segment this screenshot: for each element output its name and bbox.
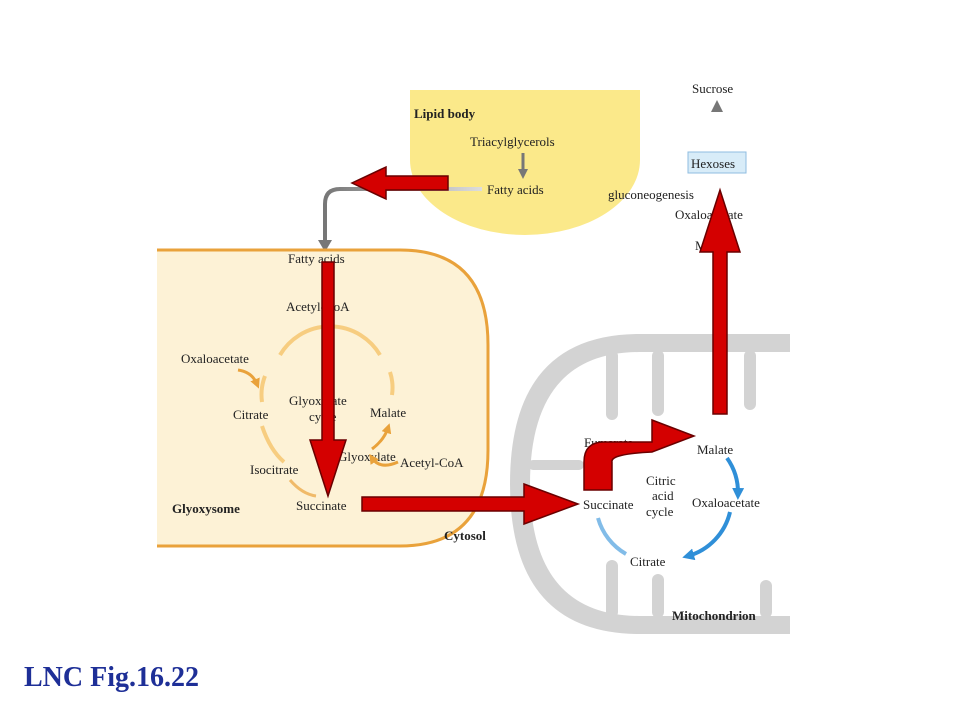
glyox-oxaloacetate-label: Oxaloacetate — [181, 351, 249, 366]
glyox-succinate-label: Succinate — [296, 498, 347, 513]
acetyl-coa-input-arrow — [369, 453, 399, 467]
isocitrate-to-succinate-arrow — [288, 479, 317, 498]
lipid-body-title: Lipid body — [414, 106, 476, 121]
red-arrow-down — [308, 261, 348, 499]
red-arrow-right — [361, 482, 581, 526]
fatty-acid-transport-line — [323, 187, 482, 246]
fatty-acid-transport-head — [318, 240, 332, 252]
hexoses-to-sucrose-head — [711, 100, 723, 112]
mito-succinate-label: Succinate — [583, 497, 634, 512]
isocitrate-label: Isocitrate — [250, 462, 299, 477]
mito-oxaloacetate-label: Oxaloacetate — [692, 495, 760, 510]
malate-to-oaa-arc — [725, 456, 745, 500]
red-flow-arrows — [308, 165, 742, 526]
acetyl-coa-label: Acetyl-CoA — [286, 299, 350, 314]
citrate-to-succinate-arc — [596, 517, 628, 556]
cytosol-oxaloacetate-label: Oxaloacetate — [675, 207, 743, 222]
glyox-citrate-label: Citrate — [233, 407, 269, 422]
glyox-fatty-acids-label: Fatty acids — [288, 251, 345, 266]
glyox-cycle-arc-right — [388, 371, 395, 396]
red-arrow-left — [350, 165, 449, 201]
lipid-body-shape — [410, 90, 640, 235]
glyox-malate-label: Malate — [370, 405, 406, 420]
mito-malate-label: Malate — [697, 442, 733, 457]
cristae — [528, 350, 772, 618]
glyoxylate-to-malate-arrow — [371, 423, 392, 451]
glyoxylate-label: Glyoxylate — [338, 449, 396, 464]
mitochondrion-title: Mitochondrion — [672, 608, 757, 623]
triacylglycerols-label: Triacylglycerols — [470, 134, 555, 149]
oaa-into-citrate-arrow — [237, 368, 260, 389]
glyox-cycle-line1: Glyoxylate — [289, 393, 347, 408]
glyox-cycle-arc-lower-left — [260, 425, 286, 464]
oaa-to-citrate-arc — [682, 511, 732, 561]
sucrose-label: Sucrose — [692, 81, 733, 96]
red-arrow-up — [698, 187, 742, 415]
glyox-cycle-arc-left — [259, 375, 267, 403]
mito-citrate-label: Citrate — [630, 554, 666, 569]
hexoses-label: Hexoses — [691, 156, 735, 171]
citric-cycle-line3: cycle — [646, 504, 674, 519]
cytosol-label: Cytosol — [444, 528, 486, 543]
citric-cycle-line1: Citric — [646, 473, 676, 488]
gluconeogenesis-label: gluconeogenesis — [608, 187, 694, 202]
lipid-fatty-acids-label: Fatty acids — [487, 182, 544, 197]
figure-caption: LNC Fig.16.22 — [24, 662, 199, 693]
red-arrow-curved — [583, 418, 697, 491]
glyox-acetyl-coa-2-label: Acetyl-CoA — [400, 455, 464, 470]
citric-cycle-line2: acid — [652, 488, 674, 503]
hexoses-box — [687, 151, 747, 174]
mitochondrion-inner — [530, 352, 790, 616]
glyoxysome-title: Glyoxysome — [172, 501, 240, 516]
